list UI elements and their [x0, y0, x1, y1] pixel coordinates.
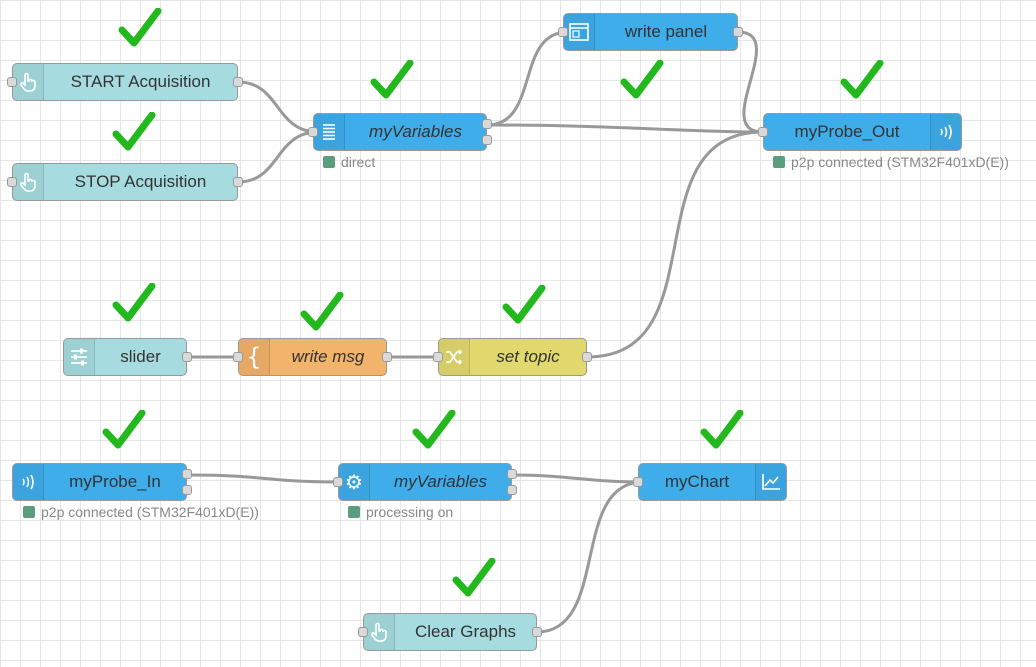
checkmark-icon — [620, 60, 664, 99]
node-label: myProbe_Out — [794, 122, 900, 141]
output-port[interactable] — [182, 485, 192, 495]
slider-node[interactable]: slider — [63, 338, 187, 376]
line-chart-icon — [755, 464, 786, 500]
wire[interactable] — [237, 80, 319, 134]
input-port[interactable] — [308, 127, 318, 137]
input-port[interactable] — [758, 127, 768, 137]
status-text: p2p connected (STM32F401xD(E)) — [791, 154, 1009, 170]
node-label: STOP Acquisition — [74, 172, 207, 191]
signal-icon — [13, 464, 44, 500]
node-label: START Acquisition — [70, 72, 211, 91]
hand-pointer-icon — [13, 64, 44, 100]
checkmark-icon — [300, 292, 344, 331]
input-port[interactable] — [233, 352, 243, 362]
input-port[interactable] — [433, 352, 443, 362]
output-port[interactable] — [182, 352, 192, 362]
wire[interactable] — [237, 130, 319, 184]
checkmark-icon — [700, 410, 744, 449]
output-port[interactable] — [507, 469, 517, 479]
node-status: direct — [323, 154, 375, 170]
output-port[interactable] — [482, 119, 492, 129]
mychart-node[interactable]: myChart — [638, 463, 787, 501]
input-port[interactable] — [358, 627, 368, 637]
wire[interactable] — [737, 30, 764, 134]
output-port[interactable] — [482, 135, 492, 145]
node-status: p2p connected (STM32F401xD(E)) — [773, 154, 1009, 170]
clear-graphs-node[interactable]: Clear Graphs — [363, 613, 537, 651]
input-port[interactable] — [633, 477, 643, 487]
window-icon — [564, 14, 595, 50]
status-text: p2p connected (STM32F401xD(E)) — [41, 504, 259, 520]
checkmark-icon — [370, 60, 414, 99]
node-status: p2p connected (STM32F401xD(E)) — [23, 504, 259, 520]
write-msg-node[interactable]: { write msg — [238, 338, 387, 376]
output-port[interactable] — [233, 177, 243, 187]
stop-acquisition-node[interactable]: STOP Acquisition — [12, 163, 238, 201]
output-port[interactable] — [582, 352, 592, 362]
signal-icon — [930, 114, 961, 150]
output-port[interactable] — [507, 485, 517, 495]
wire[interactable] — [186, 473, 344, 484]
node-label: myVariables — [369, 122, 462, 141]
output-port[interactable] — [532, 627, 542, 637]
input-port[interactable] — [558, 27, 568, 37]
node-label: Clear Graphs — [414, 622, 517, 641]
node-label: write panel — [624, 22, 708, 41]
input-port[interactable] — [333, 477, 343, 487]
checkmark-icon — [118, 8, 162, 47]
output-port[interactable] — [182, 469, 192, 479]
node-label: write msg — [291, 347, 365, 366]
node-label: myVariables — [394, 472, 487, 491]
myprobe-in-node[interactable]: myProbe_In — [12, 463, 187, 501]
set-topic-node[interactable]: set topic — [438, 338, 587, 376]
node-status: processing on — [348, 504, 453, 520]
start-acquisition-node[interactable]: START Acquisition — [12, 63, 238, 101]
list-icon — [314, 114, 345, 150]
checkmark-icon — [502, 285, 546, 324]
checkmark-icon — [412, 410, 456, 449]
node-label: myProbe_In — [69, 472, 161, 491]
checkmark-icon — [452, 558, 496, 597]
status-dot — [323, 156, 335, 168]
wire[interactable] — [486, 123, 764, 134]
checkmark-icon — [840, 60, 884, 99]
wire[interactable] — [586, 130, 764, 359]
wire[interactable] — [486, 30, 569, 127]
output-port[interactable] — [233, 77, 243, 87]
wire[interactable] — [536, 480, 644, 634]
output-port[interactable] — [382, 352, 392, 362]
node-label: set topic — [496, 347, 560, 366]
node-label: myChart — [664, 472, 730, 491]
brace-icon: { — [239, 339, 270, 375]
shuffle-icon — [439, 339, 470, 375]
status-dot — [773, 156, 785, 168]
hand-pointer-icon — [13, 164, 44, 200]
write-panel-node[interactable]: write panel — [563, 13, 738, 51]
node-label: slider — [120, 347, 161, 366]
checkmark-icon — [102, 410, 146, 449]
input-port[interactable] — [7, 177, 17, 187]
checkmark-icon — [112, 112, 156, 151]
status-text: processing on — [366, 504, 454, 520]
hand-pointer-icon — [364, 614, 395, 650]
myvariables-out-node[interactable]: myVariables — [313, 113, 487, 151]
myprobe-out-node[interactable]: myProbe_Out — [763, 113, 962, 151]
input-port[interactable] — [7, 77, 17, 87]
status-text: direct — [341, 154, 376, 170]
output-port[interactable] — [733, 27, 743, 37]
myvariables-proc-node[interactable]: ⚙ myVariables — [338, 463, 512, 501]
status-dot — [348, 506, 360, 518]
gear-icon: ⚙ — [339, 464, 370, 500]
sliders-icon — [64, 339, 95, 375]
checkmark-icon — [112, 283, 156, 322]
status-dot — [23, 506, 35, 518]
wire[interactable] — [511, 473, 644, 484]
